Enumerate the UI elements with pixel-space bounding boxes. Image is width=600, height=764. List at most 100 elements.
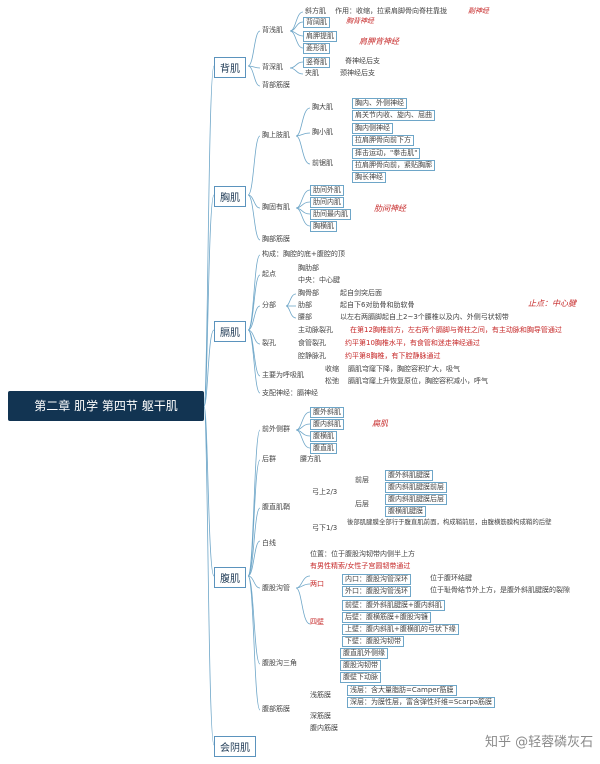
vena-desc: 约平第8胸椎，有下腔静脉通过 xyxy=(345,352,441,360)
relax-desc: 膈肌穹窿上升恢复原位，胸腔容积减小，呼气 xyxy=(348,377,488,385)
serratus-1: 摔击运动，"拳击肌" xyxy=(352,148,421,159)
section-perineum: 会阴肌 xyxy=(214,736,256,757)
sheath-lower: 弓下1/3 xyxy=(312,524,338,532)
origin-2: 中央：中心腱 xyxy=(298,276,340,284)
serratus: 前锯肌 xyxy=(312,159,333,167)
deep-ring: 内口：腹股沟管深环 xyxy=(342,574,411,585)
section-back: 背肌 xyxy=(214,57,246,78)
superficial-ring: 外口：腹股沟管浅环 xyxy=(342,586,411,597)
ext-intercostal: 肋间外肌 xyxy=(310,185,344,196)
diaphragm-function: 主要为呼吸肌 xyxy=(262,371,304,379)
contract-desc: 膈肌穹窿下降，胸腔容积扩大，吸气 xyxy=(348,365,460,373)
trapezius-nerve: 副神经 xyxy=(468,7,489,15)
splenius-desc: 颈神经后支 xyxy=(340,69,375,77)
intercostal-nerve: 肋间神经 xyxy=(374,204,406,213)
latissimus: 背阔肌 xyxy=(303,17,330,28)
rhomboid: 菱形肌 xyxy=(303,43,330,54)
transversus-thoracis: 胸横肌 xyxy=(310,221,337,232)
diaphragm-parts: 分部 xyxy=(262,301,276,309)
linea-alba: 白线 xyxy=(262,539,276,547)
esophageal-desc: 约平第10胸椎水平，有食管和迷走神经通过 xyxy=(345,339,480,347)
pec-major-action: 肩关节内收、旋内、屈曲 xyxy=(352,110,435,121)
transverse-abdominis: 腹横肌 xyxy=(310,431,337,442)
costal-part: 肋部 xyxy=(298,301,312,309)
section-chest: 胸肌 xyxy=(214,186,246,207)
serratus-2: 拉肩胛骨向前，紧贴胸廓 xyxy=(352,160,435,171)
posterior-layer-2: 腹横肌腱膜 xyxy=(385,506,426,517)
aortic-hiatus-desc: 在第12胸椎前方，左右两个膈脚与脊柱之间，有主动脉和胸导管通过 xyxy=(350,326,562,334)
innermost-intercostal: 肋间最内肌 xyxy=(310,209,351,220)
sheath-upper: 弓上2/3 xyxy=(312,488,338,496)
anterior-layer-2: 腹内斜肌腱膜前层 xyxy=(385,482,447,493)
canal-position: 位置：位于腹股沟韧带内侧半上方 xyxy=(310,550,415,558)
quadratus-lumborum: 腰方肌 xyxy=(300,455,321,463)
aortic-hiatus: 主动脉裂孔 xyxy=(298,326,333,334)
wall-posterior: 后壁：腹横筋膜+腹股沟镰 xyxy=(342,612,431,623)
trapezius-desc: 作用：收缩，拉紧肩脚骨向脊柱靠拢 xyxy=(335,7,447,15)
thoracoappendicular: 胸上肢肌 xyxy=(262,131,290,139)
sheath-lower-desc: 後部肌腱膜全部行于腹直肌前面，构成鞘前层，由腹横筋膜构成鞘的后壁 xyxy=(347,518,552,526)
section-diaphragm: 膈肌 xyxy=(214,321,246,342)
watermark: 知乎 @轻蓉磷灰石 xyxy=(485,735,594,750)
superficial-fascia: 浅筋膜 xyxy=(310,691,331,699)
anterior-layer: 前层 xyxy=(355,476,369,484)
wall-superior: 上壁：腹内斜肌+腹横肌的弓状下缘 xyxy=(342,624,459,635)
wall-inferior: 下壁：腹股沟韧带 xyxy=(342,636,404,647)
trapezius: 斜方肌 xyxy=(305,7,326,15)
pec-minor-nerve: 胸内侧神经 xyxy=(352,123,393,134)
levator-scapulae: 肩胛提肌 xyxy=(303,31,337,42)
serratus-3: 胸长神经 xyxy=(352,172,386,183)
triangle-1: 腹直肌外侧缘 xyxy=(340,648,388,659)
canal-walls: 四壁 xyxy=(310,618,324,626)
lumbar-desc: 以左右两膈脚起自上2~3个腰椎以及内、外侧弓状韧带 xyxy=(340,313,509,321)
transversalis-fascia: 腹内筋膜 xyxy=(310,724,338,732)
lumbar-part: 腰部 xyxy=(298,313,312,321)
rectus-sheath: 腹直肌鞘 xyxy=(262,503,290,511)
diaphragm-origin: 起点 xyxy=(262,270,276,278)
erector-desc: 脊神经后支 xyxy=(345,57,380,65)
pec-major: 胸大肌 xyxy=(312,103,333,111)
anterior-layer-1: 腹外斜肌腱膜 xyxy=(385,470,433,481)
triangle-2: 腹股沟韧带 xyxy=(340,660,381,671)
superficial-ring-location: 位于耻骨结节外上方，是腹外斜肌腱膜的裂隙 xyxy=(430,586,570,594)
diaphragm-structure: 构成：胸腔的底+腹腔的顶 xyxy=(262,250,345,258)
vena-foramen: 腔静脉孔 xyxy=(298,352,326,360)
contract: 收缩 xyxy=(325,365,339,373)
rectus-abdominis: 腹直肌 xyxy=(310,443,337,454)
inguinal-canal: 腹股沟管 xyxy=(262,584,290,592)
diaphragm-nerve: 支配神经：膈神经 xyxy=(262,389,318,397)
inguinal-triangle: 腹股沟三角 xyxy=(262,659,297,667)
posterior-group: 后群 xyxy=(262,455,276,463)
int-oblique: 腹内斜肌 xyxy=(310,419,344,430)
chest-intrinsic: 胸固有肌 xyxy=(262,203,290,211)
sternal-desc: 起自剑突后面 xyxy=(340,289,382,297)
relax: 松弛 xyxy=(325,377,339,385)
deep-fascia: 深筋膜 xyxy=(310,712,331,720)
esophageal-hiatus: 食管裂孔 xyxy=(298,339,326,347)
splenius: 夹肌 xyxy=(305,69,319,77)
canal-content: 有男性精索/女性子宫圆韧带通过 xyxy=(310,562,411,570)
back-deep: 背深肌 xyxy=(262,63,283,71)
diaphragm-hiatus: 裂孔 xyxy=(262,339,276,347)
root-topic: 第二章 肌学 第四节 躯干肌 xyxy=(8,391,204,421)
ext-oblique: 腹外斜肌 xyxy=(310,407,344,418)
flat-muscles: 扁肌 xyxy=(372,419,388,428)
scapular-nerve: 肩胛背神经 xyxy=(359,37,399,46)
int-intercostal: 肋间内肌 xyxy=(310,197,344,208)
posterior-layer-1: 腹内斜肌腱膜后层 xyxy=(385,494,447,505)
triangle-3: 腹壁下动脉 xyxy=(340,672,381,683)
section-abdomen: 腹肌 xyxy=(214,567,246,588)
pec-major-nerve: 胸内、外侧神经 xyxy=(352,98,407,109)
pec-minor: 胸小肌 xyxy=(312,128,333,136)
origin-1: 胸肋部 xyxy=(298,264,319,272)
diaphragm-insertion: 止点：中心腱 xyxy=(528,299,576,308)
pec-minor-action: 拉肩胛骨向前下方 xyxy=(352,135,414,146)
erector-spinae: 竖脊肌 xyxy=(303,57,330,68)
camper-fascia: 浅层：含大量脂肪=Camper筋膜 xyxy=(347,685,457,696)
abdominal-fascia: 腹部筋膜 xyxy=(262,705,290,713)
wall-anterior: 前壁：腹外斜肌腱膜+腹内斜肌 xyxy=(342,600,445,611)
back-superficial: 背浅肌 xyxy=(262,26,283,34)
back-fascia: 背部筋膜 xyxy=(262,81,290,89)
canal-mouths: 两口 xyxy=(310,580,324,588)
